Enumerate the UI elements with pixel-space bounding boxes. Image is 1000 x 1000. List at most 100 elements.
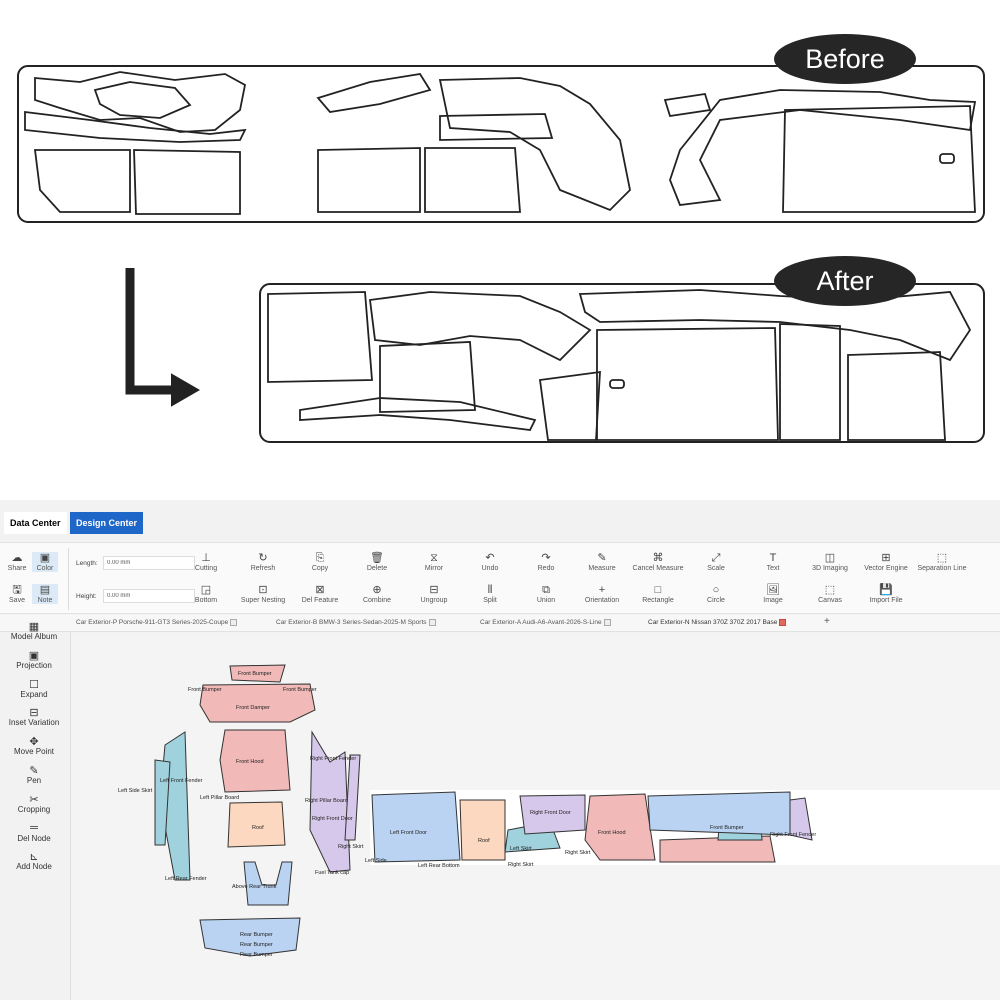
length-input[interactable] [103,556,195,570]
save-button[interactable]: 🖫Save [4,584,30,604]
undo-button[interactable]: ↶Undo [460,552,520,572]
part-label: Front Damper [236,705,270,711]
redo-button[interactable]: ↷Redo [516,552,576,572]
combine-button[interactable]: ⊕Combine [347,584,407,604]
part-label: Rear Bumper [240,932,273,938]
sidebar-item-model-album[interactable]: ▦Model Album [0,620,68,641]
part-label: Rear Bumper [240,942,273,948]
toolbar-divider [68,548,69,610]
text-icon: T [769,552,777,564]
sidebar-item-del-node[interactable]: ═Del Node [0,822,68,843]
ungroup-button[interactable]: ⊟Ungroup [404,584,464,604]
separation-line-button[interactable]: ⬚Separation Line [912,552,972,572]
color-button[interactable]: ▣Color [32,552,58,572]
part-label: Left Front Door [390,830,427,836]
arrow-head-icon [171,373,201,407]
close-icon[interactable] [603,619,611,626]
sidebar-item-add-node[interactable]: ⊾Add Node [0,850,68,871]
bottom-button[interactable]: ◲Bottom [176,584,236,604]
import-file-button[interactable]: 💾Import File [856,584,916,604]
part-label: Above Rear Trunk [232,884,277,890]
image-button[interactable]: 🖼Image [743,584,803,604]
tab-data-center[interactable]: Data Center [4,512,67,534]
union-button[interactable]: ⧉Union [516,584,576,604]
tab-design-center[interactable]: Design Center [70,512,144,534]
redo-icon: ↷ [541,552,551,564]
part-label: Front Bumper [283,687,317,693]
part-label: Front Hood [598,830,626,836]
share-button[interactable]: ☁Share [4,552,30,572]
canvas-button[interactable]: ⬚Canvas [800,584,860,604]
pattern-pieces [154,664,813,957]
close-icon[interactable] [779,619,787,626]
part-label: Front Bumper [188,687,222,693]
scale-button[interactable]: ⤢Scale [686,552,746,572]
mirror-button[interactable]: ⧖Mirror [404,552,464,572]
part-label: Fuel Tank cap [315,870,350,876]
part-label: Front Bumper [238,671,272,677]
doc-tab-audi[interactable]: Car Exterior-A Audi-A6-Avant-2026-S-Line [480,619,611,626]
after-panel [259,283,985,443]
split-button[interactable]: ⫴Split [460,584,520,604]
sidebar-item-pen[interactable]: ✎Pen [0,764,68,785]
measure-button[interactable]: ✎Measure [572,552,632,572]
after-parts [267,289,972,441]
note-icon: ▤ [39,584,51,596]
part-label: Roof [478,838,490,844]
doc-tab-bmw[interactable]: Car Exterior-B BMW-3 Series-Sedan-2025-M… [276,619,436,626]
inset-variation-icon: ⊟ [29,707,39,720]
ungroup-icon: ⊟ [429,584,439,596]
expand-icon: ☐ [29,678,39,691]
sidebar-item-expand[interactable]: ☐Expand [0,678,68,699]
3d-imaging-button[interactable]: ◫3D Imaging [800,552,860,572]
circle-icon: ○ [712,584,720,596]
orientation-button[interactable]: +Orientation [572,584,632,604]
before-parts [24,71,977,215]
sidebar-item-cropping[interactable]: ✂Cropping [0,793,68,814]
close-icon[interactable] [230,619,238,626]
copy-button[interactable]: ⎘Copy [290,552,350,572]
add-node-icon: ⊾ [29,851,39,864]
delete-button[interactable]: 🗑Delete [347,552,407,572]
del-node-icon: ═ [30,821,38,834]
part-label: Left Rear Bottom [418,863,460,869]
close-icon[interactable] [428,619,436,626]
sidebar-item-move-point[interactable]: ✥Move Point [0,735,68,756]
cancel-measure-button[interactable]: ⌘Cancel Measure [628,552,688,572]
before-badge: Before [774,34,916,84]
import-file-icon: 💾 [879,584,893,596]
doc-tab-porsche[interactable]: Car Exterior-P Porsche-911-GT3 Series-20… [76,619,238,626]
refresh-button[interactable]: ↻Refresh [233,552,293,572]
canvas-icon: ⬚ [824,584,836,596]
image-icon: 🖼 [766,584,780,596]
part-label: Left Skirt [510,846,532,852]
save-icon: 🖫 [12,584,22,596]
doc-tab-nissan[interactable]: Car Exterior-N Nissan 370Z 370Z 2017 Bas… [648,619,787,626]
part-label: Roof [252,825,264,831]
model-album-icon: ▦ [28,621,40,633]
del-feature-button[interactable]: ⊠Del Feature [290,584,350,604]
part-label: Right Front Fender [310,756,357,762]
height-input[interactable] [103,589,195,603]
move-point-icon: ✥ [29,736,39,749]
scale-icon: ⤢ [711,552,721,564]
circle-button[interactable]: ○Circle [686,584,746,604]
toolbar [0,542,1000,614]
rectangle-button[interactable]: □Rectangle [628,584,688,604]
split-icon: ⫴ [487,584,493,596]
union-icon: ⧉ [542,584,550,596]
super-nesting-icon: ⊡ [258,584,268,596]
sidebar-item-inset-variation[interactable]: ⊟Inset Variation [0,706,68,727]
cloud-share-icon: ☁ [11,552,23,564]
sidebar-divider [70,632,71,1000]
design-app: Data Center Design Center ☁Share ▣Color … [0,500,1000,1000]
sidebar-item-projection[interactable]: ▣Projection [0,649,68,670]
note-button[interactable]: ▤Note [32,584,58,604]
cutting-button[interactable]: ⊥Cutting [176,552,236,572]
add-tab-button[interactable]: + [824,616,830,627]
super-nesting-button[interactable]: ⊡Super Nesting [233,584,293,604]
part-label: Left Pillar Board [200,795,240,801]
before-panel [17,65,985,223]
vector-engine-button[interactable]: ⊞Vector Engine [856,552,916,572]
